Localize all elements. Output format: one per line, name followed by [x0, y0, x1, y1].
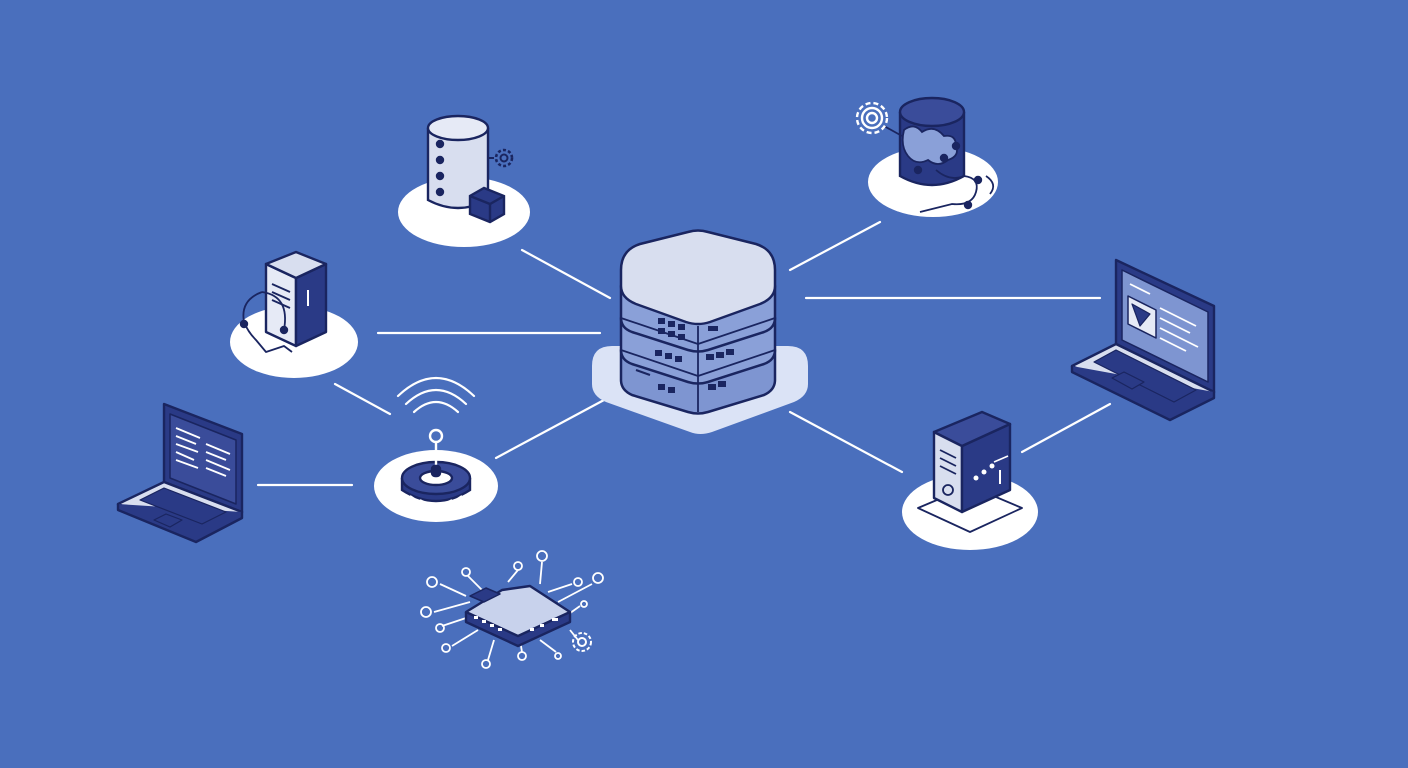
laptop-icon: [116, 402, 244, 544]
wifi-router-icon: [400, 428, 472, 504]
database-top-right[interactable]: [855, 96, 998, 217]
database-top-left[interactable]: [398, 114, 530, 247]
connector-db-left: [520, 248, 612, 300]
connectors: [256, 220, 1112, 487]
connector-server-to-laptop: [1020, 402, 1112, 454]
gear-icon: [572, 632, 592, 652]
gear-icon: [855, 101, 889, 135]
database-gear-icon: [426, 114, 514, 224]
laptop-left[interactable]: [116, 402, 244, 544]
server-rack-icon: [619, 229, 777, 415]
central-server[interactable]: [592, 229, 808, 435]
connector-db-right: [788, 220, 882, 272]
server-tower-left[interactable]: [230, 250, 358, 378]
laptop-icon: [1070, 258, 1216, 422]
server-tower-icon: [917, 410, 1023, 533]
connector-server-right: [788, 410, 904, 474]
wifi-router[interactable]: [374, 376, 498, 522]
circuit-chip-icon: [464, 584, 572, 648]
connector-router: [494, 398, 606, 460]
laptop-right[interactable]: [1070, 258, 1216, 422]
server-tower-icon: [239, 250, 328, 353]
wifi-signal-icon: [396, 376, 476, 414]
network-chip[interactable]: [420, 550, 604, 669]
connector-server-to-router: [333, 382, 392, 416]
server-port-lights: [635, 318, 734, 393]
database-cloud-gear-icon: [883, 96, 995, 213]
server-tower-right[interactable]: [902, 410, 1038, 550]
